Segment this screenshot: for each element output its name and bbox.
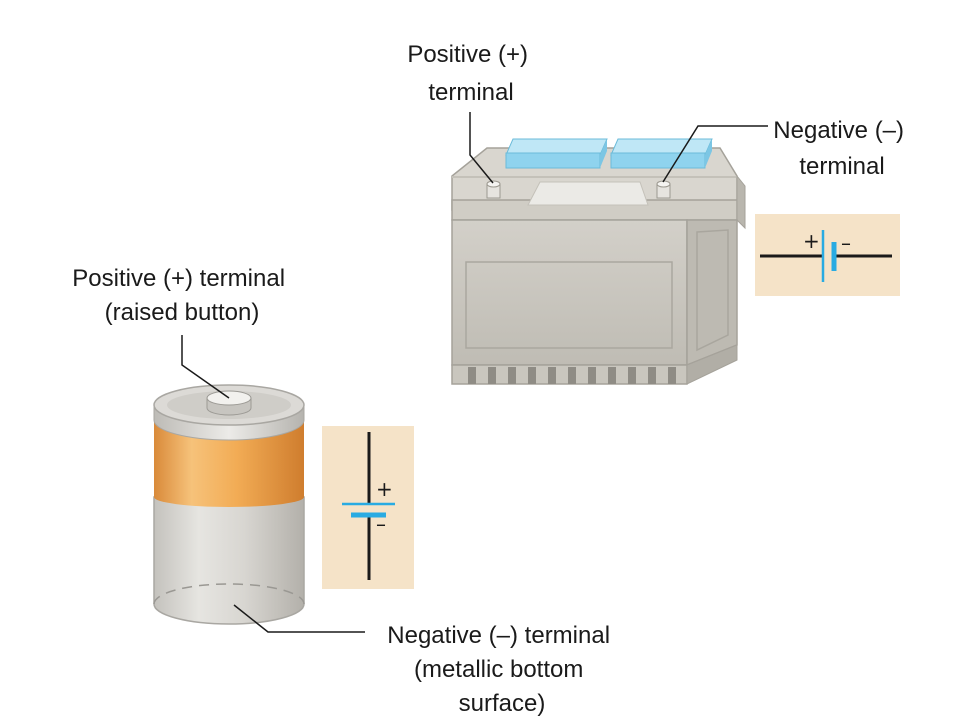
cell-orange-band	[154, 418, 304, 507]
cell-battery-symbol: + –	[322, 426, 414, 589]
car-battery-body	[451, 219, 688, 366]
symbol-minus: –	[841, 231, 851, 255]
cell-battery	[153, 335, 365, 633]
cell-negative-leader	[233, 604, 365, 633]
car-negative-label: Negative (–) terminal	[773, 117, 910, 180]
car-positive-leader	[469, 112, 494, 184]
cell-positive-button	[206, 390, 252, 416]
car-negative-terminal	[656, 180, 671, 199]
cell-negative-label: Negative (–) terminal (metallic bottom s…	[387, 622, 616, 717]
car-positive-terminal	[486, 180, 501, 199]
symbol-plus: +	[803, 229, 820, 253]
car-battery-symbol: + –	[755, 214, 900, 296]
cell-positive-leader	[181, 335, 230, 399]
symbol-minus: –	[376, 512, 386, 536]
car-battery-label-plate	[527, 181, 649, 206]
cell-positive-label: Positive (+) terminal (raised button)	[72, 265, 291, 326]
car-battery	[451, 112, 768, 385]
car-battery-vents	[468, 367, 676, 384]
symbol-plus: +	[376, 477, 393, 501]
car-positive-label: Positive (+) terminal	[407, 41, 534, 106]
car-negative-leader	[662, 125, 768, 183]
